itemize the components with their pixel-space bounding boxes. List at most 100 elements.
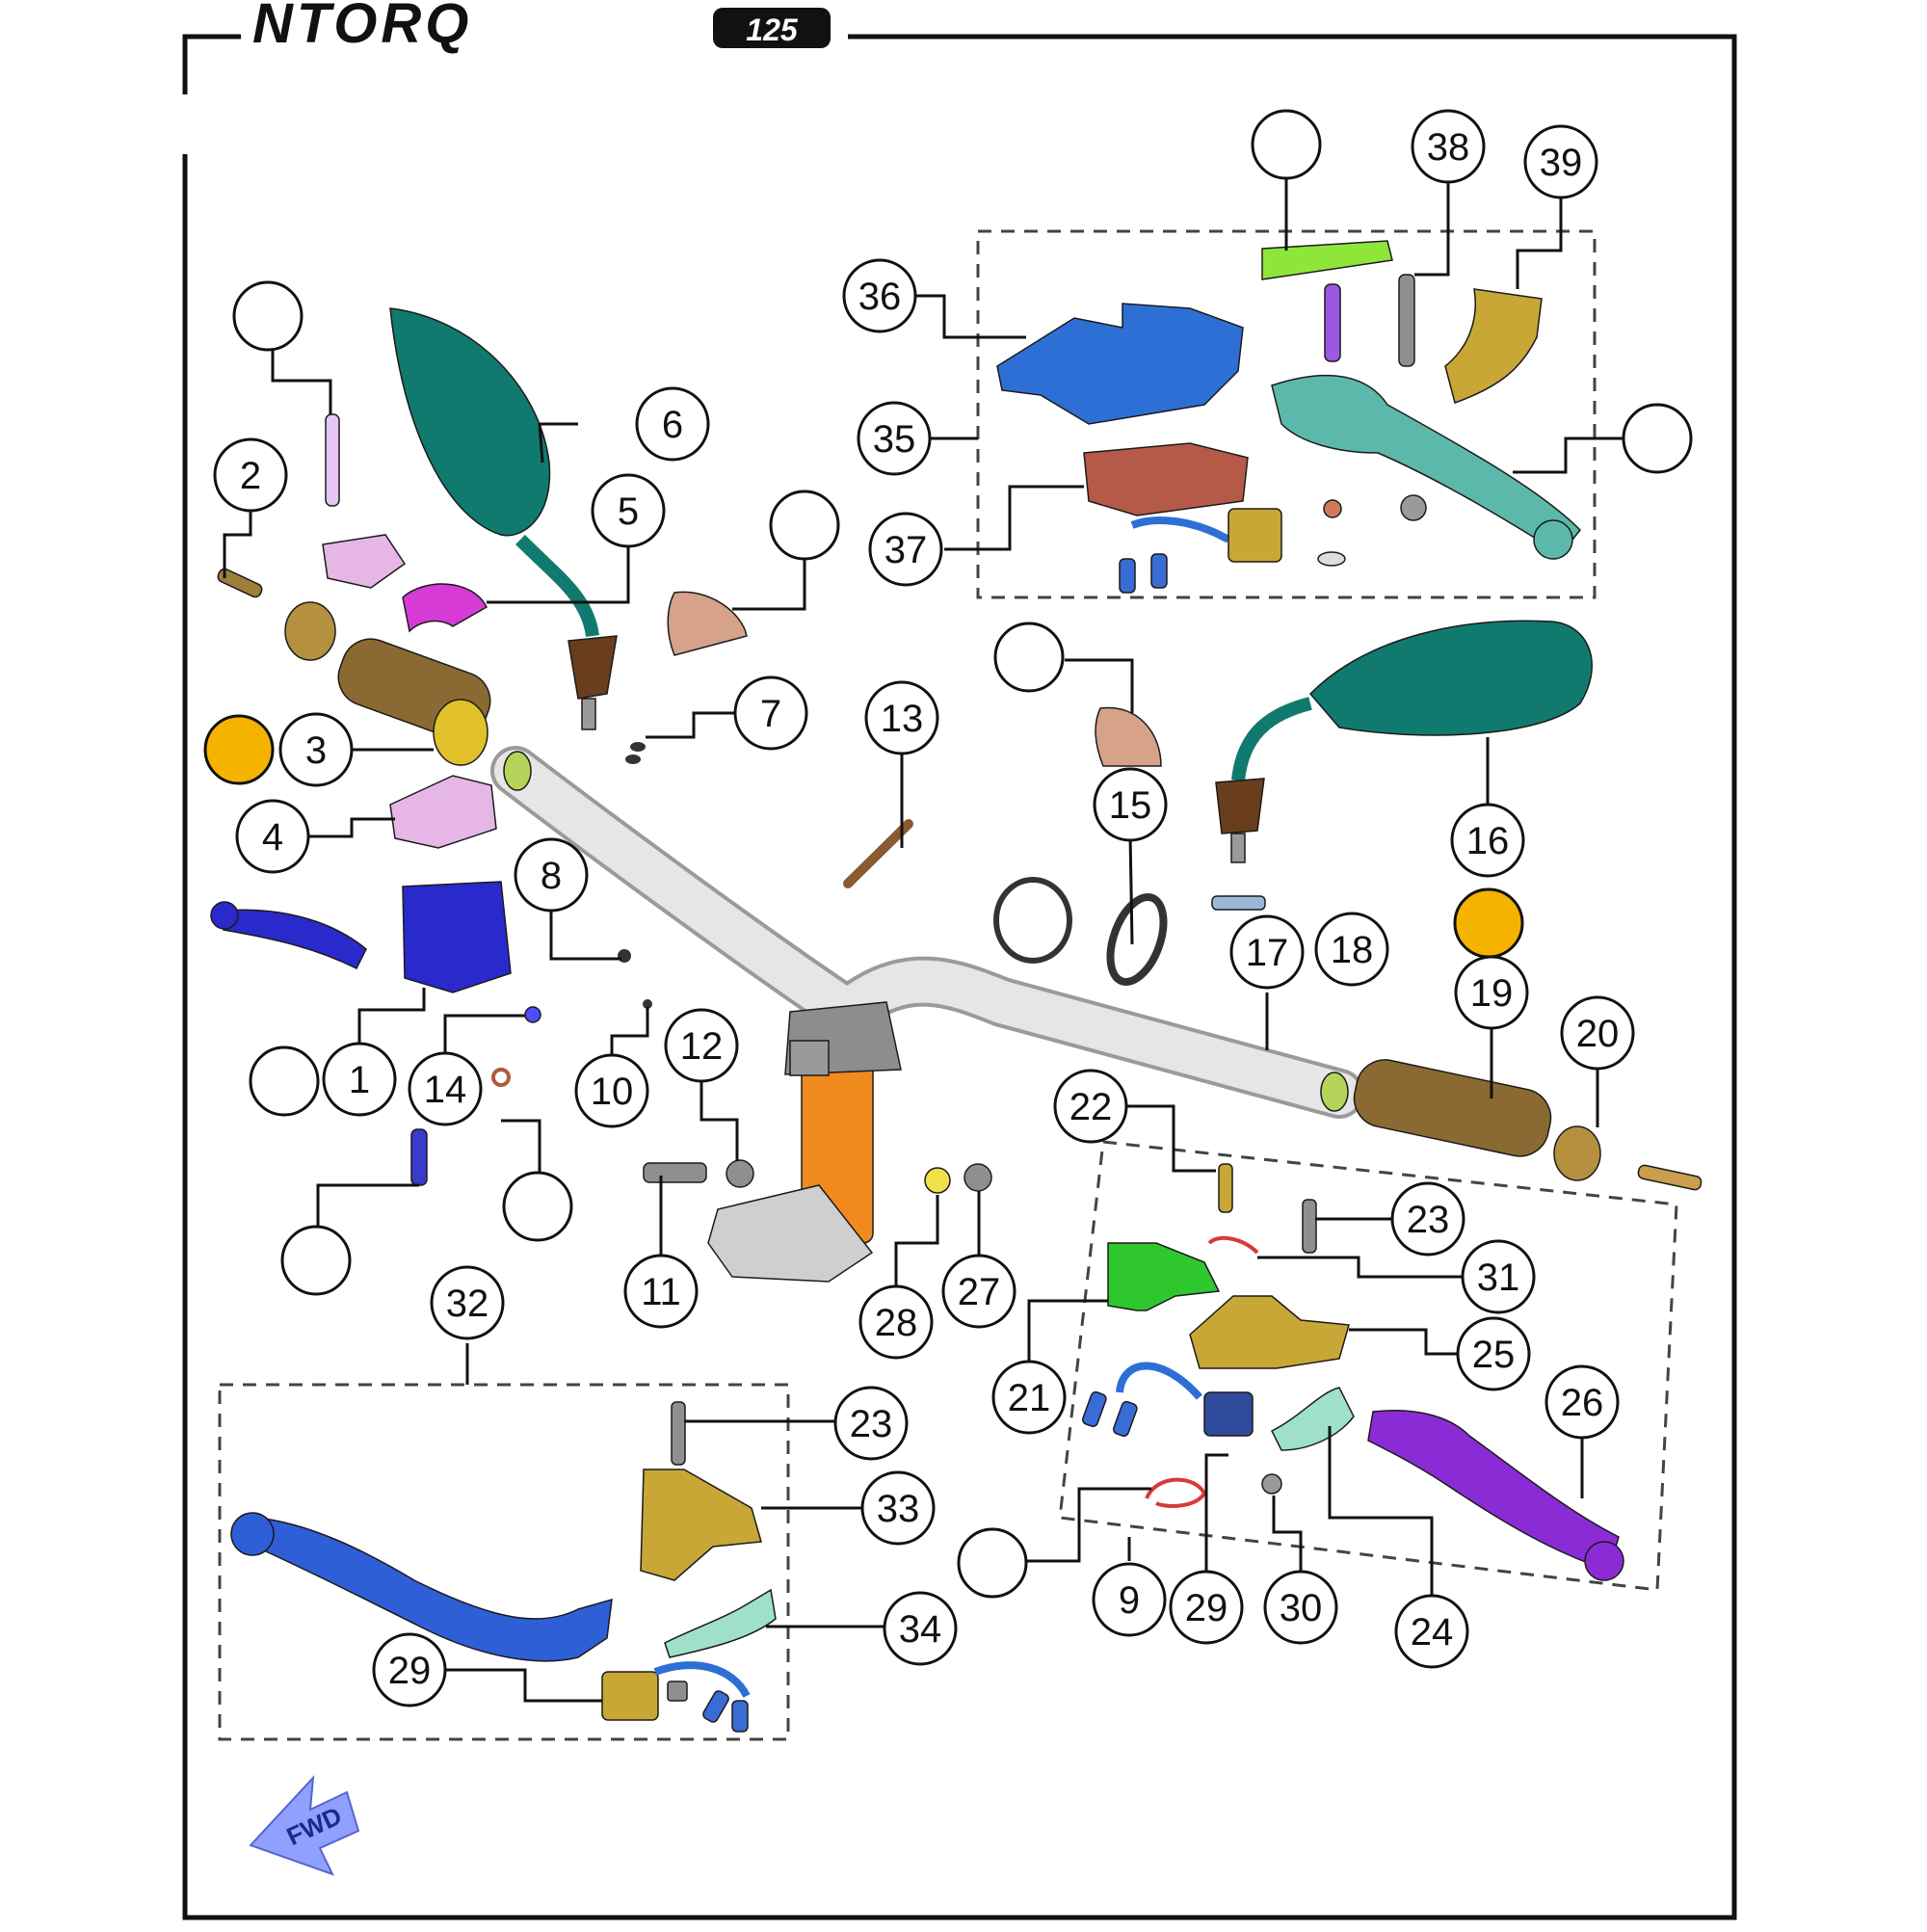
callout-circle: [664, 1008, 739, 1083]
highlight-marker-left-grip: [203, 714, 275, 785]
callout-c31: 31: [1461, 1239, 1536, 1314]
callout-c7: 7: [733, 675, 808, 751]
switch-terminal-b: [1150, 553, 1168, 589]
handlebar-end-left: [503, 751, 532, 791]
callout-circle: [868, 512, 943, 587]
leader-14: [443, 1014, 525, 1052]
callout-circle: [941, 1254, 1016, 1329]
callout-number: 13: [881, 698, 924, 740]
switch-block-top: [1227, 508, 1282, 563]
switch-housing-left: [389, 775, 497, 849]
leader-38: [1414, 180, 1450, 277]
leader-ring: [501, 1119, 541, 1176]
cable-clamp-b: [1106, 893, 1168, 986]
lever-blue-front: [254, 1517, 613, 1662]
washer-top-b: [1317, 551, 1346, 567]
callout-c32: 32: [430, 1265, 505, 1340]
callout-circle: [833, 1386, 909, 1461]
callout-number: 2: [240, 455, 261, 497]
bar-end-weight-right: [1553, 1125, 1601, 1181]
lever-holder-33: [640, 1469, 762, 1581]
callout-circle: [1053, 1069, 1128, 1144]
leader-4: [306, 817, 395, 838]
callout-number: 18: [1331, 929, 1374, 971]
callout-c24: 24: [1394, 1594, 1469, 1669]
callout-number: 38: [1427, 126, 1470, 169]
switch-holder-37: [1083, 442, 1249, 516]
callout-circle: [1092, 1562, 1167, 1637]
callout-number: 20: [1576, 1013, 1620, 1055]
callout-number: 19: [1470, 972, 1514, 1015]
callout-circle: [1390, 1181, 1465, 1257]
handlebar-tube: [494, 750, 1360, 1115]
callout-circle: [623, 1254, 699, 1329]
bar-end-screw-left: [217, 568, 263, 598]
pin-left: [325, 413, 340, 507]
leader-2: [223, 509, 252, 578]
leader-21: [1027, 1299, 1108, 1368]
callout-number: 23: [1407, 1199, 1450, 1241]
callout-number: 1: [349, 1059, 370, 1101]
leader-pin: [271, 347, 332, 414]
callout-number: 32: [446, 1283, 489, 1325]
callout-circle: [1229, 914, 1305, 990]
callout-number: 6: [662, 404, 683, 446]
front-brake-lever-assembly: [230, 1401, 777, 1733]
bracket-34: [664, 1588, 777, 1658]
callout-c12: 12: [664, 1008, 739, 1083]
bolt-11: [643, 1162, 707, 1183]
callout-number: 8: [541, 855, 562, 897]
left-mirror-stem: [515, 535, 599, 638]
callout-number: 24: [1411, 1611, 1454, 1654]
left-grip-assembly: [217, 413, 497, 849]
callout-c16: 16: [1450, 803, 1525, 878]
screw-10: [643, 999, 652, 1009]
callout-number: 28: [875, 1302, 918, 1344]
callout-circle: [322, 1042, 397, 1117]
master-cylinder-lever: [221, 909, 367, 970]
pin-14: [410, 1128, 428, 1186]
callout-circle: [864, 680, 939, 755]
left-mirror-base: [568, 635, 618, 700]
brake-master-cylinder: [210, 881, 541, 1023]
leader-28: [894, 1195, 939, 1301]
rear-brake-lever-assembly: [1081, 1163, 1624, 1581]
switch-wire-front: [653, 1661, 751, 1698]
callout-circle: [591, 473, 666, 548]
holder-left: [322, 534, 407, 589]
bar-end-screw-right: [1637, 1164, 1703, 1191]
callout-c9: 9: [1092, 1562, 1167, 1637]
callout-c3: 3: [278, 712, 354, 787]
leader-lever-teal: [1513, 437, 1623, 474]
switch-wire-top: [1130, 516, 1230, 543]
right-grip: [1353, 1059, 1552, 1157]
left-mirror-bolt: [581, 698, 596, 730]
leader-10: [610, 1007, 649, 1065]
callout-number: 11: [641, 1271, 681, 1313]
right-mirror-bolt: [1230, 833, 1246, 863]
callout-c23a: 23: [1390, 1181, 1465, 1257]
logo-text: NTORQ: [252, 0, 472, 55]
left-mirror-head: [389, 307, 551, 537]
right-mirror-base: [1215, 778, 1265, 834]
callout-number: 30: [1280, 1587, 1323, 1629]
bolt-23-rear: [1302, 1199, 1317, 1254]
nut-top: [1400, 494, 1427, 521]
callout-number: 34: [899, 1608, 942, 1651]
callout-number: 23: [850, 1403, 893, 1445]
screw-8: [618, 949, 631, 963]
o-ring: [491, 1068, 511, 1087]
sub-assembly-box-front-brake-lever: [218, 1383, 790, 1741]
empty-callout-pin: [232, 280, 304, 352]
mirror-cap-left: [667, 591, 748, 656]
empty-callout-cap-right: [993, 622, 1065, 693]
handlebar: [490, 746, 1364, 1119]
bolt-23-front: [671, 1401, 686, 1466]
callout-c33: 33: [860, 1470, 936, 1546]
callout-c18: 18: [1314, 912, 1389, 987]
callout-c35: 35: [857, 401, 932, 476]
washer-28: [924, 1167, 951, 1194]
leader-36: [913, 294, 1026, 339]
master-cylinder-body: [402, 881, 512, 993]
